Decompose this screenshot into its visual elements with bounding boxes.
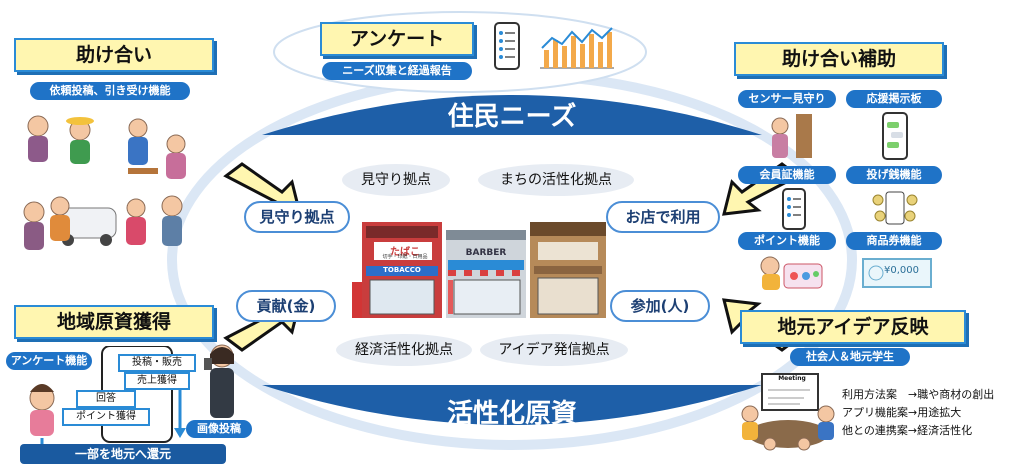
idea-line-2: アプリ機能案→用途拡大 [842,406,962,419]
idea-line-1: 利用方法案 →職や商材の創出 [842,388,995,401]
feature-gift-voucher: 商品券機能 [846,232,942,250]
step-answer: 回答 [76,390,136,408]
gift-voucher-icon [862,258,932,288]
local-resources-title: 地域原資獲得 [14,305,214,339]
hub-town: まちの活性化拠点 [478,164,634,196]
return-to-local-banner: 一部を地元へ還元 [20,444,226,464]
meeting-illustration [741,373,835,451]
image-post-label: 画像投稿 [186,420,252,438]
revitalization-funds-banner: 活性化原資 [446,399,577,429]
tobacco-sign: たばこ [390,247,420,258]
tobacco-band: TOBACCO [383,266,421,274]
tobacco-sub-sign: 切手・印紙・日用品 [382,254,428,260]
points-kids-illustration [760,256,823,290]
voucher-amount: ¥0,000 [884,265,919,276]
survey-title: アンケート [320,22,474,56]
hub-economy: 経済活性化拠点 [336,334,472,366]
feature-support-board: 応援掲示板 [846,90,942,108]
barber-sign: BARBER [465,248,507,258]
checklist-phone-icon [494,22,520,70]
step-earn-points: ポイント獲得 [62,408,150,426]
local-ideas-subtitle: 社会人＆地元学生 [790,348,910,366]
helping-people-illustration [23,115,186,250]
mutual-aid-title: 助け合い [14,38,214,72]
step-earn-sales: 売上獲得 [124,372,190,390]
sensor-watch-illustration [771,114,812,158]
arrow-label-watch: 見守り拠点 [244,201,350,233]
arrow-label-contribution: 貢献(金) [236,290,336,322]
survey-subtitle: ニーズ収集と経過報告 [322,62,472,80]
residents-needs-banner: 住民ニーズ [447,102,577,132]
feature-tipping: 投げ銭機能 [846,166,942,184]
idea-line-3: 他との連携案→経済活性化 [842,424,973,437]
bar-line-chart-icon [540,27,614,69]
woman-with-phone-illustration [204,344,234,418]
arrow-label-use-at-shop: お店で利用 [606,201,720,233]
hub-watch: 見守り拠点 [342,164,450,196]
mutual-aid-support-title: 助け合い補助 [734,42,944,76]
feature-points: ポイント機能 [738,232,836,250]
chat-phone-icon [882,112,908,160]
meeting-board-label: Meeting [778,375,806,382]
mutual-aid-subtitle: 依頼投稿、引き受け機能 [30,82,190,100]
survey-feature-label: アンケート機能 [6,352,92,370]
shopping-street-illustration [352,222,606,318]
step-post-sell: 投稿・販売 [118,354,196,372]
feature-sensor-watch: センサー見守り [738,90,836,108]
arrow-label-participation: 参加(人) [610,290,710,322]
hub-ideas: アイデア発信拠点 [480,334,628,366]
local-ideas-title: 地元アイデア反映 [740,310,966,344]
feature-membership-card: 会員証機能 [738,166,836,184]
membership-phone-icon [782,188,806,230]
tipping-coins-icon [872,191,918,225]
